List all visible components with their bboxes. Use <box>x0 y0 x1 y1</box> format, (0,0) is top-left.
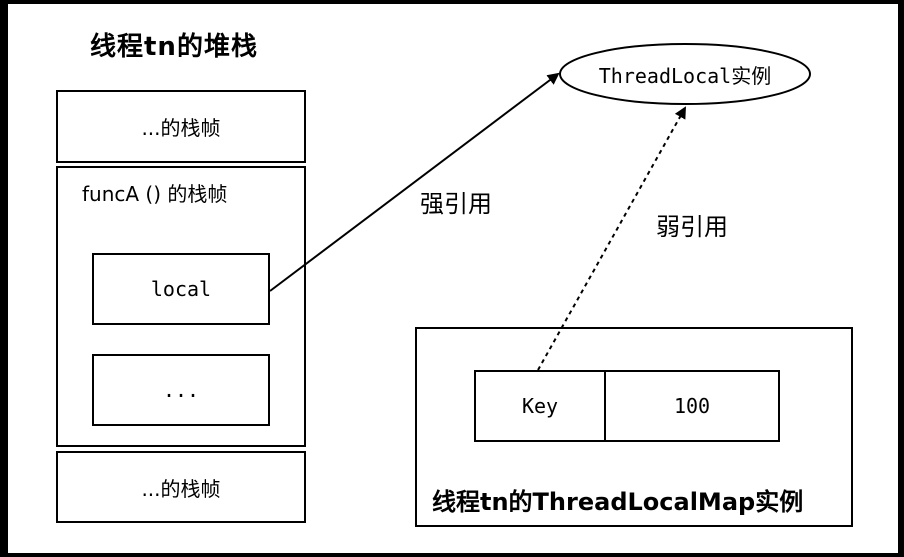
strong-reference-label: 强引用 <box>420 190 492 218</box>
ellipsis-variable-label: ... <box>162 378 200 402</box>
local-variable-label: local <box>150 277 212 301</box>
frame-border-left <box>0 0 8 557</box>
bottom-stack-frame: ...的栈帧 <box>56 451 306 523</box>
top-stack-frame-label: ...的栈帧 <box>141 116 221 140</box>
stack-title: 线程tn的堆栈 <box>90 32 258 62</box>
threadlocal-instance-label: ThreadLocal实例 <box>598 63 772 88</box>
weak-reference-label: 弱引用 <box>656 213 728 241</box>
map-key-cell: Key <box>474 370 606 442</box>
strong-reference-arrow <box>269 72 560 292</box>
local-variable-box: local <box>92 253 270 325</box>
map-value-cell: 100 <box>604 370 780 442</box>
frame-border-top <box>0 0 904 4</box>
frame-border-right <box>898 0 904 557</box>
map-key-label: Key <box>521 394 559 418</box>
bottom-stack-frame-label: ...的栈帧 <box>141 476 221 501</box>
frame-border-bottom <box>0 553 904 557</box>
threadlocal-instance-ellipse <box>559 43 811 105</box>
map-value-label: 100 <box>673 394 711 418</box>
weak-reference-arrow <box>537 106 686 371</box>
funcA-stack-frame-label: funcA () 的栈帧 <box>82 182 228 206</box>
threadlocalmap-title: 线程tn的ThreadLocalMap实例 <box>432 488 804 516</box>
top-stack-frame: ...的栈帧 <box>56 90 306 163</box>
ellipsis-variable-box: ... <box>92 354 270 426</box>
